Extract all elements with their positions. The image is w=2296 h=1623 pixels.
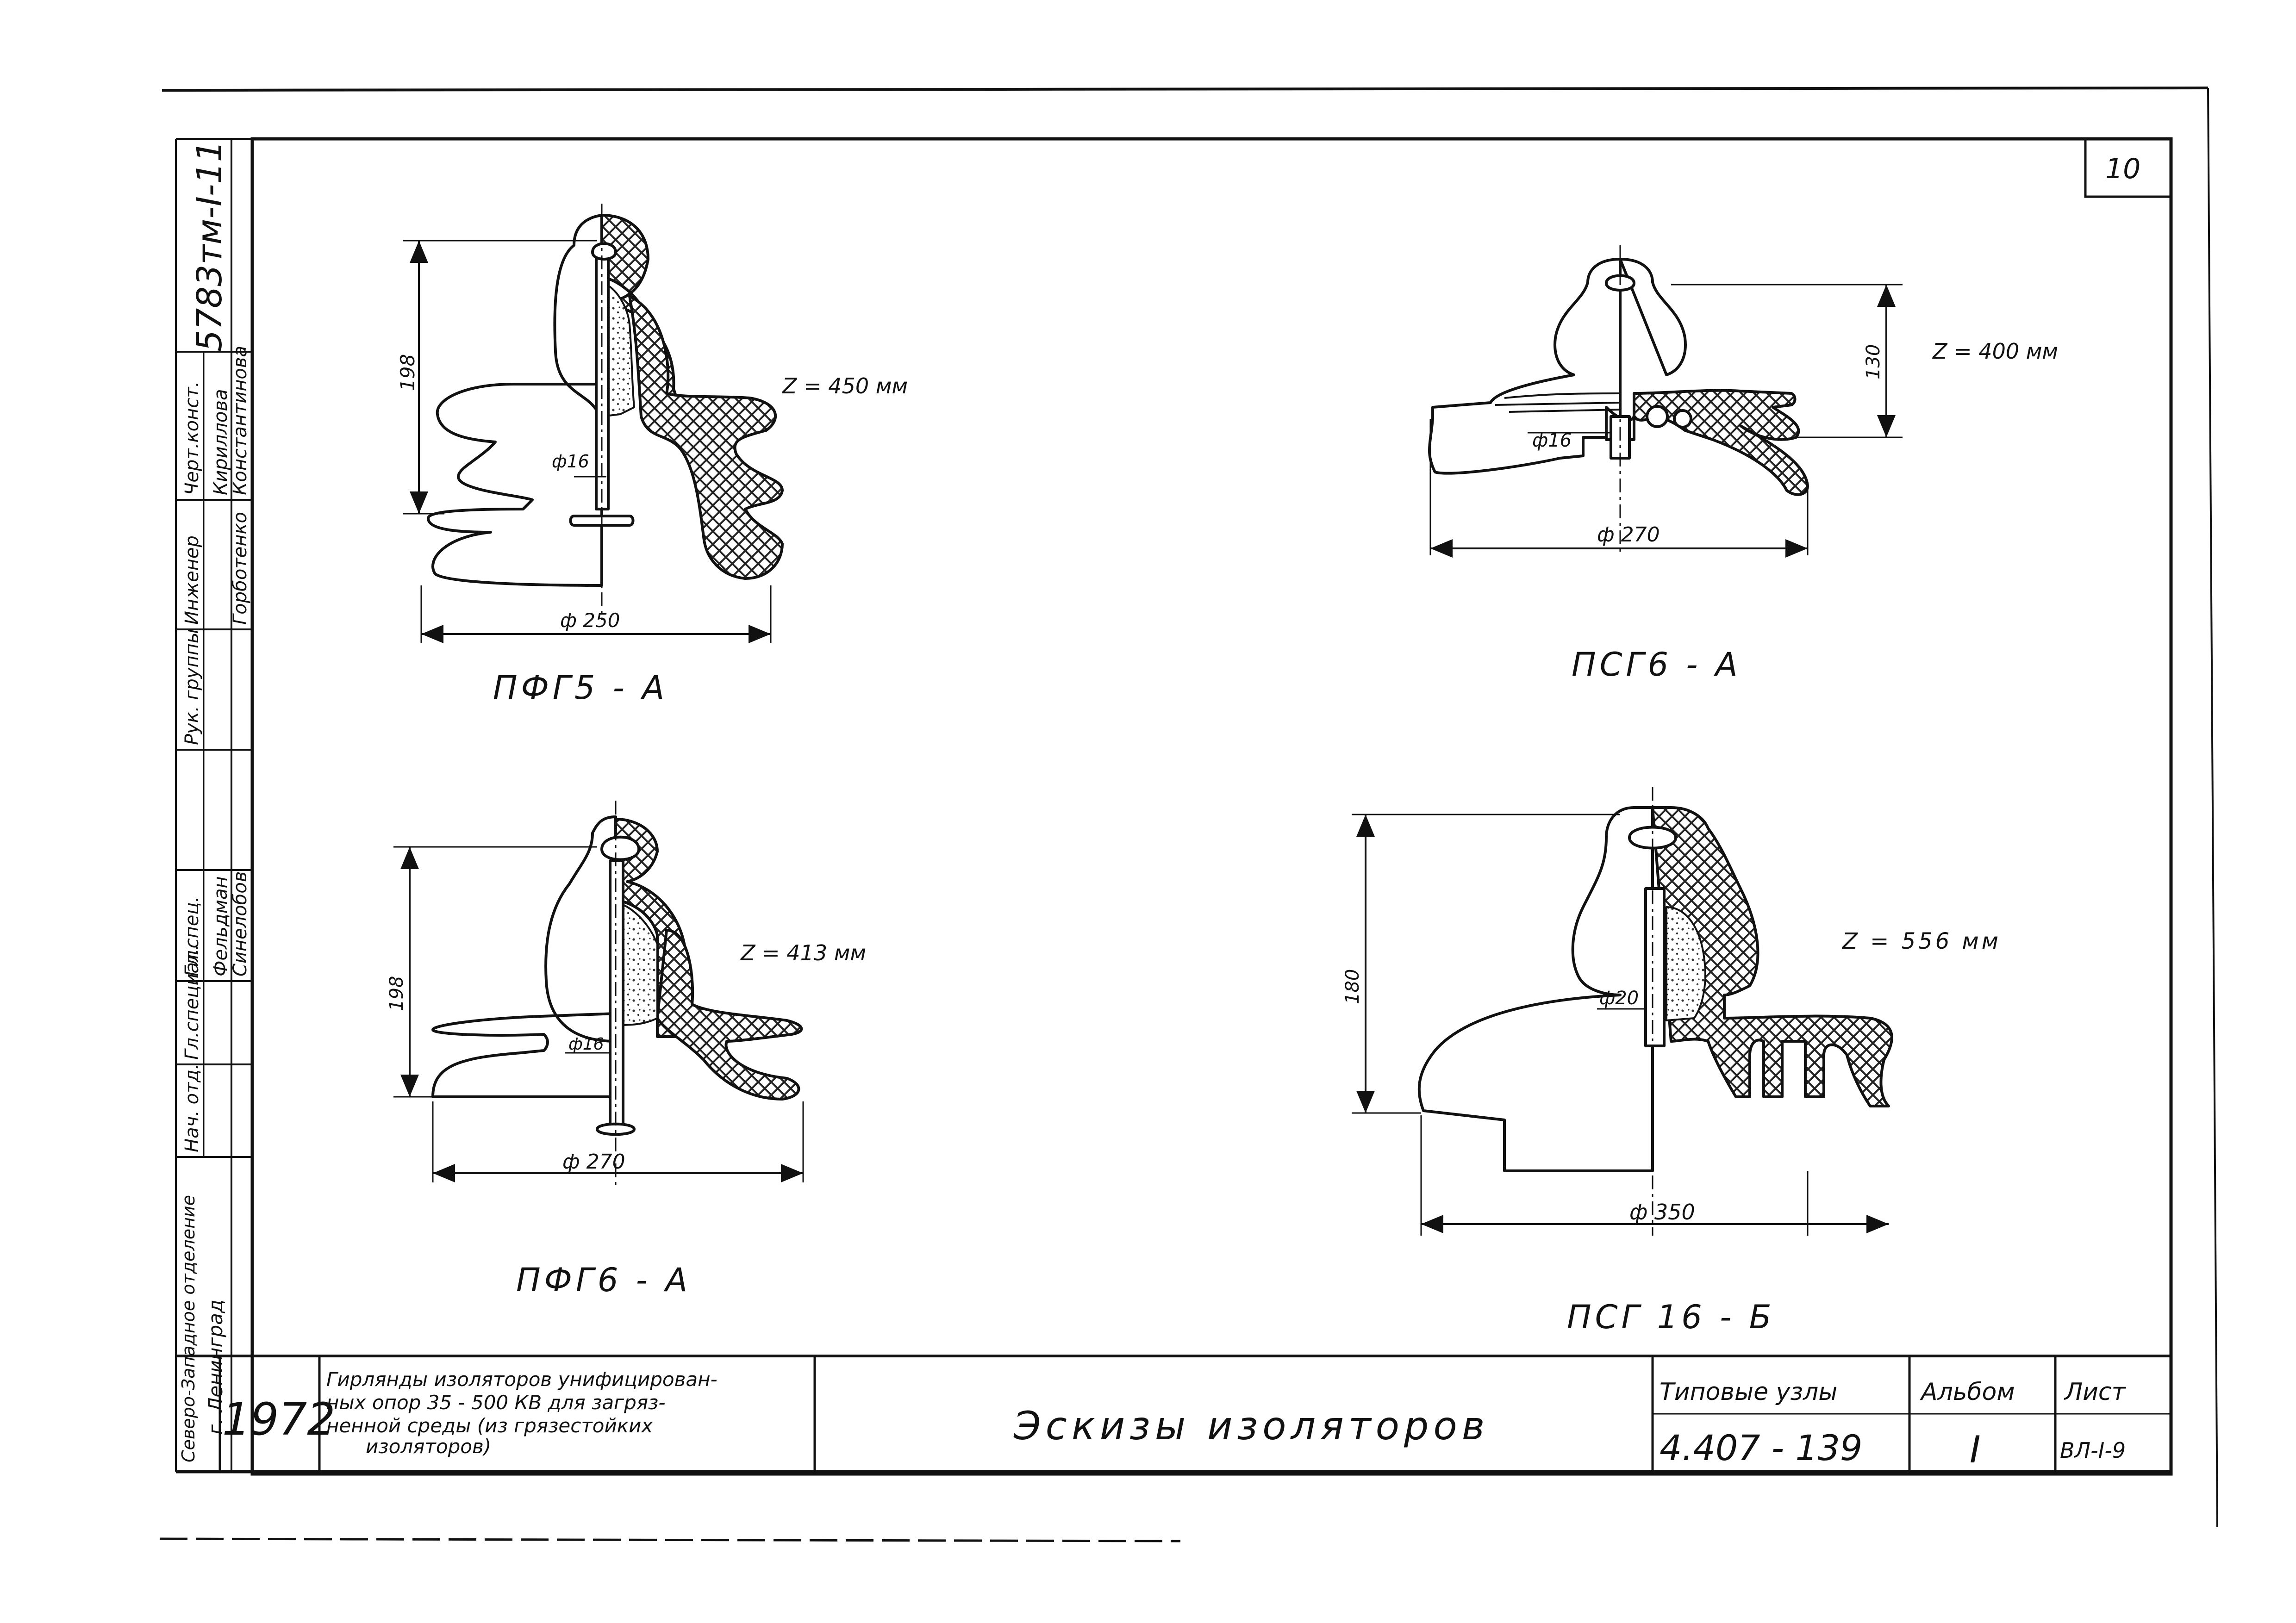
signature-name-4: Кириллова xyxy=(210,389,231,495)
signature-name-6: Горботенко xyxy=(230,512,251,625)
pfg5a-label: ПФГ5 - А xyxy=(493,669,668,707)
psg6a-leakage: Z = 400 мм xyxy=(1932,339,2058,364)
signature-role-1: Нач. отд. xyxy=(181,1063,203,1152)
pfg6a-leakage: Z = 413 мм xyxy=(740,940,866,965)
organization-line-2: г. Ленинград xyxy=(204,1300,227,1435)
signature-role-6: Черт.конст. xyxy=(181,381,203,495)
psg16b-rod-diameter: ф20 xyxy=(1599,988,1639,1009)
psg16b-section xyxy=(1651,806,1893,1107)
signature-role-2: Гл.специал. xyxy=(181,945,203,1060)
signature-name-1: Синелобов xyxy=(230,871,251,976)
pfg5a-cement xyxy=(601,281,635,417)
psg16b-cap-slot xyxy=(1628,826,1677,850)
insulator-psg16b xyxy=(1352,787,1893,1236)
pfg5a-diameter: ф 250 xyxy=(560,609,620,632)
pfg6a-diameter: ф 270 xyxy=(562,1150,625,1174)
pfg6a-height: 198 xyxy=(386,976,407,1011)
organization-line-1: Северо-Западное отделение xyxy=(178,1195,199,1462)
psg6a-diameter: ф 270 xyxy=(1597,523,1660,547)
psg16b-leakage: Z = 556 мм xyxy=(1841,928,2001,954)
project-description-line-1: Гирлянды изоляторов унифицирован- xyxy=(326,1368,718,1391)
sheet-number: ВЛ-I-9 xyxy=(2060,1438,2126,1463)
psg6a-height: 130 xyxy=(1863,344,1884,379)
pfg6a-pin xyxy=(609,859,624,1135)
pfg5a-outline xyxy=(427,214,603,587)
drawing-title: Эскизы изоляторов xyxy=(1013,1403,1489,1449)
psg6a-rod-diameter: ф16 xyxy=(1532,430,1572,451)
psg16b-outline xyxy=(1417,806,1654,1172)
pfg5a-porcelain-section xyxy=(628,295,784,580)
pfg6a-rod-diameter: ф16 xyxy=(568,1035,604,1054)
signature-name-5: Константинова xyxy=(230,346,251,495)
project-description-line-2: ных опор 35 - 500 КВ для загряз- xyxy=(326,1391,666,1414)
album-label: Альбом xyxy=(1920,1378,2015,1406)
psg16b-height: 180 xyxy=(1342,969,1363,1004)
insulator-pfg6a xyxy=(393,801,804,1185)
psg16b-pin xyxy=(1644,887,1666,1047)
insulator-psg6a xyxy=(1428,245,1903,558)
sheet-label: Лист xyxy=(2064,1378,2126,1406)
album-number: I xyxy=(1970,1428,1981,1471)
pfg6a-porcelain-section xyxy=(656,929,803,1101)
sheet-frame xyxy=(159,87,2218,1542)
pfg6a-outline xyxy=(431,815,617,1098)
signature-name-2: Фельдман xyxy=(210,876,231,976)
pfg6a-label: ПФГ6 - А xyxy=(516,1261,691,1299)
archive-number: 5783тм-I-11 xyxy=(190,140,230,352)
year: 1972 xyxy=(222,1393,335,1445)
project-description-line-4: изоляторов) xyxy=(366,1435,491,1458)
pfg5a-height: 198 xyxy=(396,354,419,391)
series-label: Типовые узлы xyxy=(1660,1378,1837,1406)
project-description-line-3: ненной среды (из грязестойких xyxy=(326,1414,653,1437)
signature-role-3: Гл.спец. xyxy=(181,896,203,976)
psg6a-label: ПСГ6 - А xyxy=(1572,646,1741,684)
insulator-pfg5a xyxy=(403,204,784,643)
psg16b-diameter: ф 350 xyxy=(1629,1200,1695,1225)
psg6a-outline xyxy=(1428,258,1622,475)
psg16b-cement xyxy=(1666,906,1706,1021)
pfg5a-rod-diameter: ф16 xyxy=(552,451,589,472)
page-number: 10 xyxy=(2105,153,2140,185)
pfg6a-cement xyxy=(615,902,658,1026)
series-number: 4.407 - 139 xyxy=(1660,1427,1862,1468)
signature-role-4: Рук. группы xyxy=(181,629,203,745)
signature-role-5: Инженер xyxy=(181,535,203,625)
pfg5a-leakage: Z = 450 мм xyxy=(781,373,908,398)
psg16b-label: ПСГ 16 - Б xyxy=(1567,1298,1775,1336)
